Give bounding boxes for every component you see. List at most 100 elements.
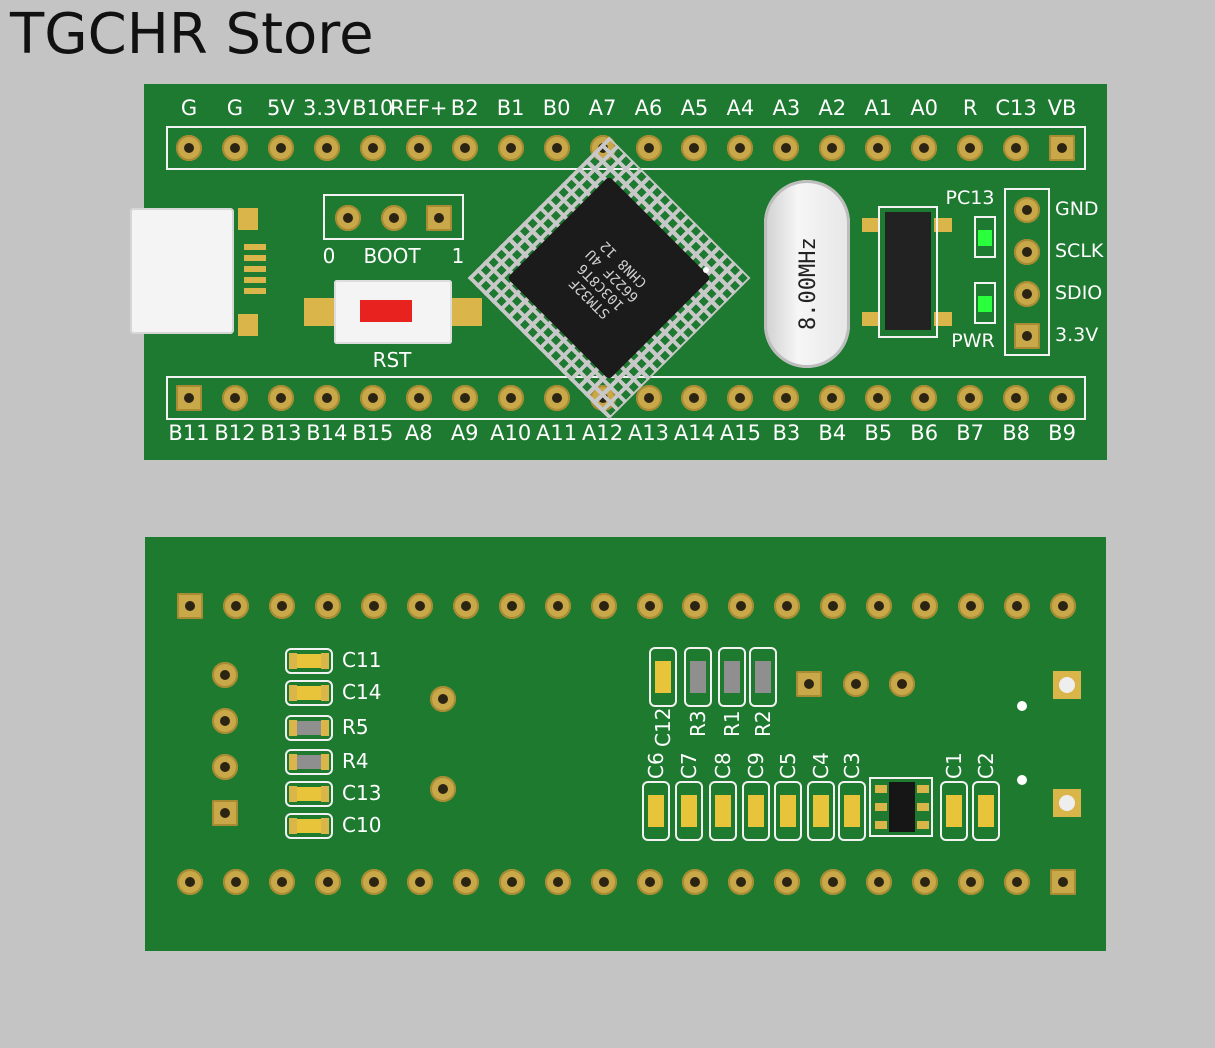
back-bottom-pin-hole xyxy=(958,869,985,895)
bottom-pin-hole xyxy=(176,385,202,411)
component-label: C9 xyxy=(744,752,768,779)
back-top-pin-hole xyxy=(820,593,847,619)
back-top-pin-hole xyxy=(728,593,755,619)
top-pin-label: A3 xyxy=(772,96,801,120)
vsmd-body xyxy=(780,795,796,827)
bottom-pin-hole xyxy=(773,385,800,411)
swd-pin-hole xyxy=(1014,239,1040,265)
back-bottom-pin-hole xyxy=(774,869,801,895)
vsmd-r2 xyxy=(749,647,777,707)
vsmd-body xyxy=(715,795,731,827)
component-label: C2 xyxy=(974,752,998,779)
top-pin-label: B2 xyxy=(450,96,479,120)
pwr-led xyxy=(978,296,992,312)
back-bottom-pin-hole xyxy=(1004,869,1031,895)
vsmd-r3 xyxy=(684,647,712,707)
back-ic xyxy=(889,782,915,832)
bottom-pin-hole xyxy=(359,385,386,411)
vsmd-c5 xyxy=(774,781,802,841)
bottom-pin-hole xyxy=(911,385,938,411)
back-top-pin-hole xyxy=(1050,593,1077,619)
back-pad-1 xyxy=(796,671,822,697)
component-label: C3 xyxy=(840,752,864,779)
back-bottom-pin-hole xyxy=(498,869,525,895)
smd-c14 xyxy=(285,680,333,706)
crystal xyxy=(764,180,850,368)
top-pin-label: A0 xyxy=(910,96,939,120)
component-label: C14 xyxy=(342,680,382,704)
smd-pad xyxy=(289,786,297,802)
back-usb-pad-2 xyxy=(1053,789,1081,817)
vsmd-c4 xyxy=(807,781,835,841)
back-bottom-pin-hole xyxy=(590,869,617,895)
back-ic-pads-left xyxy=(875,785,887,829)
crystal-label: 8.00MHz xyxy=(796,237,821,330)
mcu-dot xyxy=(703,267,709,273)
smd-pad xyxy=(321,720,329,736)
smd-pad xyxy=(321,786,329,802)
vsmd-body xyxy=(755,661,771,693)
component-label: C10 xyxy=(342,813,382,837)
reset-button-cap[interactable] xyxy=(360,300,412,322)
top-pin-hole xyxy=(727,135,754,161)
boot-pin-mid xyxy=(381,205,407,231)
smd-pad xyxy=(289,685,297,701)
top-pin-label: 5V xyxy=(267,96,295,120)
swd-header-outline xyxy=(1004,188,1050,356)
swd-pin-hole xyxy=(1014,281,1040,307)
smd-pad xyxy=(289,653,297,669)
bottom-pin-label: B3 xyxy=(772,421,801,445)
component-label: R5 xyxy=(342,715,369,739)
top-pin-label: A2 xyxy=(818,96,847,120)
vsmd-r1 xyxy=(718,647,746,707)
usb-pads xyxy=(244,244,266,298)
top-pin-label: A7 xyxy=(588,96,617,120)
top-pin-label: B1 xyxy=(496,96,525,120)
usb-tab-bottom xyxy=(238,314,258,336)
component-label: C6 xyxy=(644,752,668,779)
bottom-pin-label: A12 xyxy=(582,421,624,445)
back-top-pin-hole xyxy=(222,593,249,619)
swd-pin-label: 3.3V xyxy=(1055,324,1099,346)
top-pin-label: A6 xyxy=(634,96,663,120)
vsmd-c8 xyxy=(709,781,737,841)
component-label: R2 xyxy=(751,710,775,737)
bottom-pin-label: B5 xyxy=(864,421,893,445)
back-top-pin-hole xyxy=(958,593,985,619)
top-pin-label: C13 xyxy=(995,96,1037,120)
vsmd-c1 xyxy=(940,781,968,841)
bottom-pin-label: B4 xyxy=(818,421,847,445)
top-pin-hole xyxy=(635,135,662,161)
top-pin-label: G xyxy=(226,96,244,120)
back-bottom-pin-hole xyxy=(866,869,893,895)
pwr-label: PWR xyxy=(951,330,995,352)
back-top-pin-hole xyxy=(590,593,617,619)
swd-pin-label: SCLK xyxy=(1055,240,1104,262)
top-pin-label: B0 xyxy=(542,96,571,120)
back-left-pin-hole xyxy=(212,662,238,688)
boot-left-label: 0 xyxy=(322,244,336,268)
reset-button[interactable] xyxy=(334,280,452,344)
back-top-pin-hole xyxy=(866,593,893,619)
back-left-pin-hole xyxy=(212,754,238,780)
boot-pin-1 xyxy=(426,205,452,231)
top-pin-hole xyxy=(543,135,570,161)
top-pin-label: VB xyxy=(1047,96,1077,120)
top-pin-hole xyxy=(405,135,432,161)
back-bottom-pin-hole xyxy=(406,869,433,895)
top-pin-hole xyxy=(819,135,846,161)
smd-body xyxy=(297,755,321,769)
component-label: C4 xyxy=(809,752,833,779)
component-label: C13 xyxy=(342,781,382,805)
back-top-pin-hole xyxy=(636,593,663,619)
smd-pad xyxy=(321,754,329,770)
regulator-outline xyxy=(878,206,938,338)
regulator-pad-bl xyxy=(862,312,880,326)
regulator-pad-tl xyxy=(862,218,880,232)
back-top-pin-hole xyxy=(498,593,525,619)
bottom-pin-label: B14 xyxy=(306,421,348,445)
pc13-led xyxy=(978,230,992,246)
top-pin-hole xyxy=(911,135,938,161)
back-top-pin-hole xyxy=(314,593,341,619)
